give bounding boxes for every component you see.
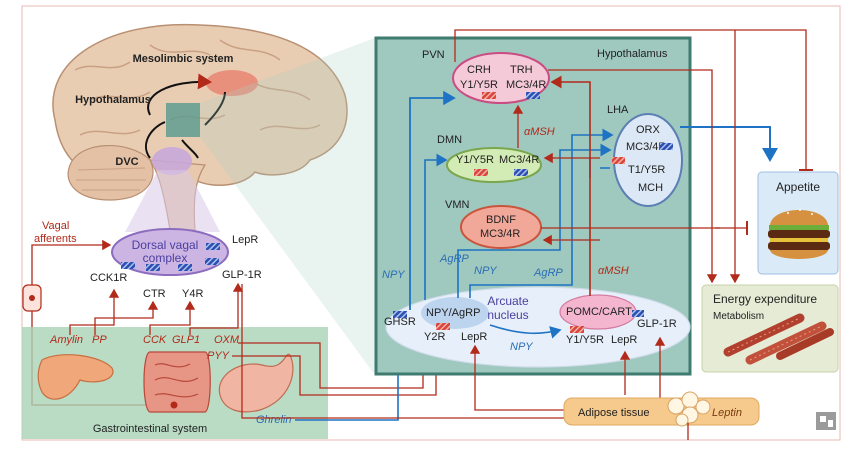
pvn-nucleus <box>452 52 550 104</box>
gi-amylin: Amylin <box>49 334 83 346</box>
adipocyte-cluster-icon <box>667 391 711 440</box>
muscle-fiber-icon <box>723 313 834 365</box>
pvn-mc34r: MC3/4R <box>506 79 546 91</box>
arc-y1y5r: Y1/Y5R <box>566 334 604 346</box>
intestine-illustration <box>143 351 211 413</box>
agrp-mid: AgRP <box>533 267 563 279</box>
vagal-label-1: Vagal <box>42 220 69 232</box>
gi-glp1: GLP1 <box>172 334 200 346</box>
gi-title: Gastrointestinal system <box>93 423 207 435</box>
amylin-to-cck1r-line <box>69 288 120 335</box>
npy-mid: NPY <box>474 265 497 277</box>
publisher-logo-icon <box>816 412 836 430</box>
pyy-line <box>232 340 442 396</box>
pvn-crh: CRH <box>467 64 491 76</box>
hypo-zoom-cone <box>200 38 375 375</box>
hypo-title: Hypothalamus <box>597 48 668 60</box>
pvn-y1y5r: Y1/Y5R <box>460 79 498 91</box>
dvc-ctr: CTR <box>143 288 166 300</box>
gi-pp: PP <box>92 334 107 346</box>
orx-to-appetite <box>680 126 778 162</box>
lha-orx: ORX <box>636 124 661 136</box>
lha-label: LHA <box>607 104 629 116</box>
receptor-ctr-glyph <box>146 264 160 271</box>
arc-label-1: Arcuate <box>487 294 529 308</box>
adipose-box <box>563 397 760 426</box>
npy-to-lha <box>457 143 612 298</box>
pvn-to-energy <box>548 69 718 284</box>
mesolimbic-label: Mesolimbic system <box>133 53 234 65</box>
stomach-illustration <box>218 353 294 413</box>
gi-ghrelin: Ghrelin <box>256 414 291 426</box>
arc-label-2: nucleus <box>487 308 528 322</box>
pvn-label: PVN <box>422 49 445 61</box>
amsh-to-pvn <box>550 75 591 296</box>
npy-to-dmn <box>424 153 448 300</box>
dvc-line2: complex <box>143 251 188 265</box>
receptor-cck1r-glyph <box>121 262 135 269</box>
dvc-line1: Dorsal vagal <box>132 238 199 252</box>
gi-pyy: PYY <box>207 350 230 362</box>
agrp-left: AgRP <box>439 253 469 265</box>
hypothalamus-brain-label: Hypothalamus <box>75 94 151 106</box>
arc-npyagrp: NPY/AgRP <box>426 307 480 319</box>
adipose-label: Adipose tissue <box>578 407 650 419</box>
vagal-afferent-line <box>31 239 112 285</box>
pp-to-ctr-line <box>94 300 159 335</box>
dmn-mc34r: MC3/4R <box>499 154 539 166</box>
dmn-y1y5r: Y1/Y5R <box>456 154 494 166</box>
receptor-y4r-glyph <box>178 264 192 271</box>
dmn-amsh: αMSH <box>524 126 555 138</box>
dvc-lepr: LepR <box>232 234 258 246</box>
amsh-mid: αMSH <box>598 265 629 277</box>
figure-frame <box>21 5 841 441</box>
npy-left: NPY <box>382 269 405 281</box>
lha-mch: MCH <box>638 182 663 194</box>
adipose-leptin: Leptin <box>712 407 742 419</box>
npy-to-pvn <box>409 90 456 310</box>
vmn-label: VMN <box>445 199 470 211</box>
arc-lepr-right: LepR <box>611 334 637 346</box>
dmn-label: DMN <box>437 134 462 146</box>
vagal-label-2: afferents <box>34 233 77 245</box>
dvc-glp1r: GLP-1R <box>222 269 262 281</box>
arc-pomccart: POMC/CART <box>566 306 632 318</box>
glp1-to-glp1r-line <box>189 282 244 335</box>
receptor-lepr-glyph <box>206 243 220 250</box>
dvc-y4r: Y4R <box>182 288 203 300</box>
leptin-to-dvc <box>241 284 570 419</box>
dvc-zoom-cone <box>125 170 220 232</box>
npy-to-pomc <box>489 324 562 339</box>
lha-mc34r: MC3/4R <box>626 141 666 153</box>
arc-y2r: Y2R <box>424 331 445 343</box>
npyagrp-neuron <box>421 297 489 329</box>
arc-glp1r: GLP-1R <box>637 318 677 330</box>
pvn-trh: TRH <box>510 64 533 76</box>
pancreas-illustration <box>37 354 114 400</box>
dvc-label: DVC <box>115 156 138 168</box>
agrp-to-lha <box>469 128 614 298</box>
pvn-to-appetite <box>454 29 807 170</box>
vmn-nucleus <box>460 205 542 249</box>
cck-to-y4r-line <box>149 300 196 335</box>
arc-ghsr: GHSR <box>384 316 416 328</box>
energy-metabolism: Metabolism <box>713 311 764 322</box>
arc-lepr-left: LepR <box>461 331 487 343</box>
gi-cck: CCK <box>143 334 167 346</box>
vmn-bdnf: BDNF <box>486 214 516 226</box>
receptor-glp1r-glyph <box>205 258 219 265</box>
energy-title: Energy expenditure <box>713 292 817 306</box>
arc-npy: NPY <box>510 341 533 353</box>
dvc-cck1r: CCK1R <box>90 272 127 284</box>
burger-icon <box>768 209 830 259</box>
gi-oxm: OXM <box>214 334 240 346</box>
dorsal-vagal-complex <box>111 228 229 276</box>
appetite-title: Appetite <box>776 180 820 194</box>
vmn-mc34r: MC3/4R <box>480 228 520 240</box>
lha-t1y5r: T1/Y5R <box>628 164 665 176</box>
